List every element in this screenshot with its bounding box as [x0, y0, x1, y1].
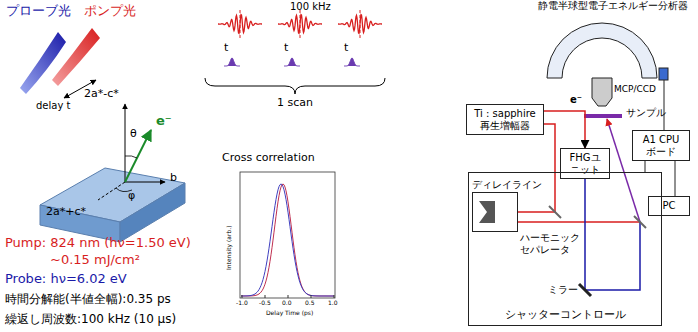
label: Pump: 824 nm (hν=1.50 eV) [5, 236, 191, 251]
bracket [205, 78, 385, 94]
plot-frame [240, 172, 335, 298]
label: 2a*+c* [46, 206, 86, 219]
node-text: ディレイライン [472, 179, 542, 191]
delay-line: ディレイライン [472, 179, 542, 232]
label: Probe: hν=6.02 eV [5, 272, 127, 287]
node-text: Ti : sapphire 再生増幅器 [471, 108, 539, 131]
label: MCP/CCD [614, 84, 656, 94]
label: ポンプ光 [84, 4, 136, 19]
plot-curves [241, 184, 334, 298]
label: t [344, 42, 348, 55]
label: t [284, 42, 288, 55]
label: サンプル [626, 107, 666, 119]
label: θ [130, 128, 137, 141]
label: 100 kHz [290, 1, 331, 13]
laser-beam [518, 124, 555, 212]
label: Intensity (arb.) [226, 225, 233, 270]
node-text: シャッターコントロール [505, 309, 626, 322]
uv-beam [585, 168, 640, 290]
label: -1.0 [236, 300, 248, 307]
pc-box: PC [648, 196, 690, 216]
label: φ [128, 190, 135, 203]
laser-beam [518, 221, 640, 223]
label: delay t [36, 100, 70, 112]
sample-slab-side [120, 183, 185, 242]
label: 1 scan [277, 97, 313, 110]
label: プローブ光 [6, 4, 71, 19]
label: Cross correlation [222, 152, 315, 165]
label: b [170, 172, 177, 185]
connector [645, 161, 646, 172]
label: 0.0 [282, 300, 292, 307]
label: ~0.15 mJ/cm² [50, 253, 140, 268]
label: 繰返し周波数:100 kHz (10 μs) [5, 313, 176, 327]
label: 2a*-c* [84, 88, 119, 101]
fhg-box: FHGユニット [560, 148, 610, 179]
label: e⁻ [156, 114, 172, 129]
mirror-symbol [579, 284, 591, 296]
mirror-symbol [549, 206, 561, 218]
label: t [224, 42, 228, 55]
label: -0.5 [259, 300, 271, 307]
pump-pulse [52, 28, 100, 86]
laser-box: Ti : sapphire 再生増幅器 [466, 104, 544, 135]
node-text: 静電半球型電子エネルギー分析器 [532, 0, 694, 12]
label: 1.0 [328, 300, 338, 307]
label: ミラー [548, 284, 578, 296]
label: Delay Time (ps) [266, 310, 313, 317]
cpu-box: A1 CPU ボード [632, 130, 690, 161]
node-text: PC [653, 200, 685, 212]
separator-symbol [634, 216, 646, 228]
analyzer-shape [532, 0, 694, 108]
electron-arrow [125, 130, 151, 182]
connector [675, 161, 676, 196]
label: ハーモニック セパレータ [520, 232, 582, 255]
shutter-frame: シャッターコントロール ディレイライン [468, 172, 662, 326]
label: 時間分解能(半値全幅):0.35 ps [5, 293, 171, 307]
sample-plate [584, 114, 622, 118]
analyzer: 静電半球型電子エネルギー分析器 [532, 0, 694, 108]
label: e⁻ [570, 94, 582, 106]
node-text: A1 CPU ボード [637, 134, 685, 157]
connector [544, 111, 585, 148]
axis [125, 104, 126, 182]
axis [125, 182, 165, 183]
pulse-train [218, 10, 382, 66]
label: 0.5 [305, 300, 315, 307]
delay-stage [472, 192, 518, 232]
theta-arc [125, 156, 137, 158]
